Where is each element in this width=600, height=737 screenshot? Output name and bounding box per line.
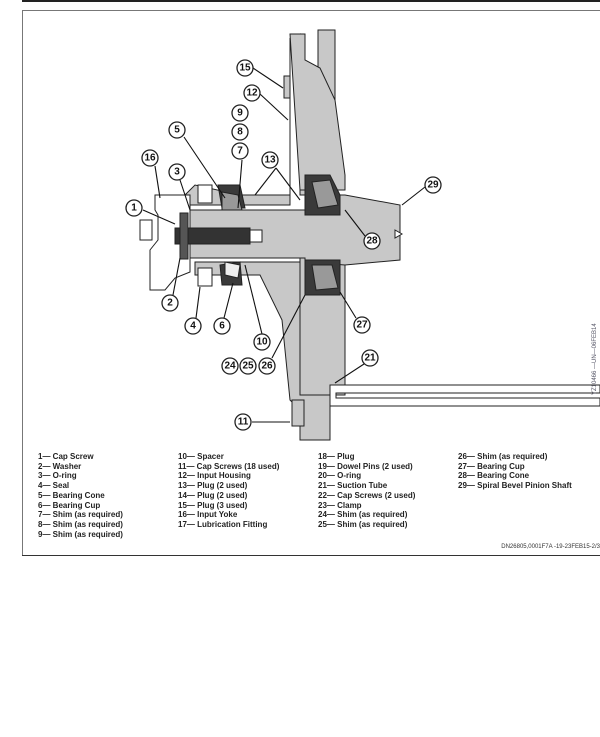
callout-3: 3 xyxy=(168,163,186,181)
callout-8: 8 xyxy=(231,123,249,141)
legend-item: 14— Plug (2 used) xyxy=(178,490,248,500)
legend-item: 12— Input Housing xyxy=(178,471,251,481)
legend-item: 22— Cap Screws (2 used) xyxy=(318,490,416,500)
svg-text:8: 8 xyxy=(237,127,243,138)
svg-text:9: 9 xyxy=(237,108,243,119)
figure-id: YZ10466 —UN—06FEB14 xyxy=(592,323,598,395)
legend-item: 3— O-ring xyxy=(38,471,77,481)
callout-26: 26 xyxy=(258,357,276,375)
svg-text:27: 27 xyxy=(356,320,368,331)
callout-24: 24 xyxy=(221,357,239,375)
svg-text:1: 1 xyxy=(131,203,137,214)
legend-item: 13— Plug (2 used) xyxy=(178,481,248,491)
legend-item: 15— Plug (3 used) xyxy=(178,500,248,510)
svg-text:24: 24 xyxy=(224,361,236,372)
bearing-cone-front xyxy=(221,191,243,211)
callout-13: 13 xyxy=(261,151,279,169)
legend-item: 16— Input Yoke xyxy=(178,510,238,520)
svg-text:21: 21 xyxy=(364,353,376,364)
callout-16: 16 xyxy=(141,149,159,167)
figure-frame xyxy=(22,10,600,556)
suction-tube xyxy=(329,384,600,407)
page-top-rule xyxy=(22,0,600,2)
svg-text:16: 16 xyxy=(144,153,156,164)
legend-item: 6— Bearing Cup xyxy=(38,500,101,510)
legend-item: 18— Plug xyxy=(318,452,355,461)
svg-text:6: 6 xyxy=(219,321,225,332)
legend-column-1: 1— Cap Screw 2— Washer 3— O-ring 4— Seal… xyxy=(38,452,123,539)
svg-text:15: 15 xyxy=(239,63,251,74)
callout-29: 29 xyxy=(424,176,442,194)
callout-21: 21 xyxy=(361,349,379,367)
legend-item: 27— Bearing Cup xyxy=(458,461,525,471)
input-housing-diagram: 15 12 9 8 7 5 16 3 13 1 29 28 2 4 6 27 1… xyxy=(125,29,600,441)
svg-text:29: 29 xyxy=(427,180,439,191)
legend-item: 1— Cap Screw xyxy=(38,452,94,461)
legend-item: 20— O-ring xyxy=(318,471,362,481)
callouts: 15 12 9 8 7 5 16 3 13 1 29 28 2 4 6 27 1… xyxy=(125,59,442,431)
legend-item: 10— Spacer xyxy=(178,452,224,461)
document-reference: DN26805,0001F7A -19-23FEB15-2/3 xyxy=(501,544,600,550)
legend-item: 17— Lubrication Fitting xyxy=(178,519,268,529)
legend-item: 9— Shim (as required) xyxy=(38,529,123,539)
callout-9: 9 xyxy=(231,104,249,122)
legend-item: 28— Bearing Cone xyxy=(458,471,530,481)
svg-text:5: 5 xyxy=(174,125,180,136)
callout-2: 2 xyxy=(161,294,179,312)
svg-text:4: 4 xyxy=(190,321,196,332)
svg-text:7: 7 xyxy=(237,146,243,157)
callout-25: 25 xyxy=(239,357,257,375)
svg-text:11: 11 xyxy=(238,417,249,428)
legend-column-2: 10— Spacer 11— Cap Screws (18 used) 12— … xyxy=(178,452,279,530)
callout-4: 4 xyxy=(184,317,202,335)
legend-column-4: 26— Shim (as required) 27— Bearing Cup 2… xyxy=(458,452,572,491)
legend-item: 24— Shim (as required) xyxy=(318,510,408,520)
svg-text:13: 13 xyxy=(264,155,276,166)
callout-11: 11 xyxy=(234,413,252,431)
legend-item: 7— Shim (as required) xyxy=(38,510,123,520)
plug xyxy=(283,75,291,99)
callout-12: 12 xyxy=(243,84,261,102)
legend-item: 8— Shim (as required) xyxy=(38,519,123,529)
svg-text:26: 26 xyxy=(261,361,273,372)
callout-10: 10 xyxy=(253,333,271,351)
svg-text:10: 10 xyxy=(256,337,268,348)
callout-27: 27 xyxy=(353,316,371,334)
callout-5: 5 xyxy=(168,121,186,139)
callout-1: 1 xyxy=(125,199,143,217)
callout-6: 6 xyxy=(213,317,231,335)
cap-screws xyxy=(291,399,305,427)
legend-item: 25— Shim (as required) xyxy=(318,519,408,529)
legend-item: 5— Bearing Cone xyxy=(38,490,105,500)
legend-column-3: 18— Plug 19— Dowel Pins (2 used) 20— O-r… xyxy=(318,452,415,530)
callout-15: 15 xyxy=(236,59,254,77)
legend-item: 26— Shim (as required) xyxy=(458,452,548,461)
svg-text:25: 25 xyxy=(242,361,254,372)
legend-item: 4— Seal xyxy=(38,481,70,491)
svg-text:2: 2 xyxy=(167,298,173,309)
legend-item: 11— Cap Screws (18 used) xyxy=(178,461,280,471)
legend-item: 29— Spiral Bevel Pinion Shaft xyxy=(458,481,572,491)
svg-text:28: 28 xyxy=(366,236,378,247)
svg-text:3: 3 xyxy=(174,167,180,178)
legend-item: 19— Dowel Pins (2 used) xyxy=(318,461,413,471)
legend-item: 21— Suction Tube xyxy=(318,481,388,491)
callout-28: 28 xyxy=(363,232,381,250)
leader-lines xyxy=(142,67,426,423)
svg-text:12: 12 xyxy=(246,88,258,99)
legend-item: 23— Clamp xyxy=(318,500,362,510)
legend-item: 2— Washer xyxy=(38,461,82,471)
page-bottom-rule xyxy=(22,555,600,556)
washer xyxy=(179,212,189,260)
callout-7: 7 xyxy=(231,142,249,160)
